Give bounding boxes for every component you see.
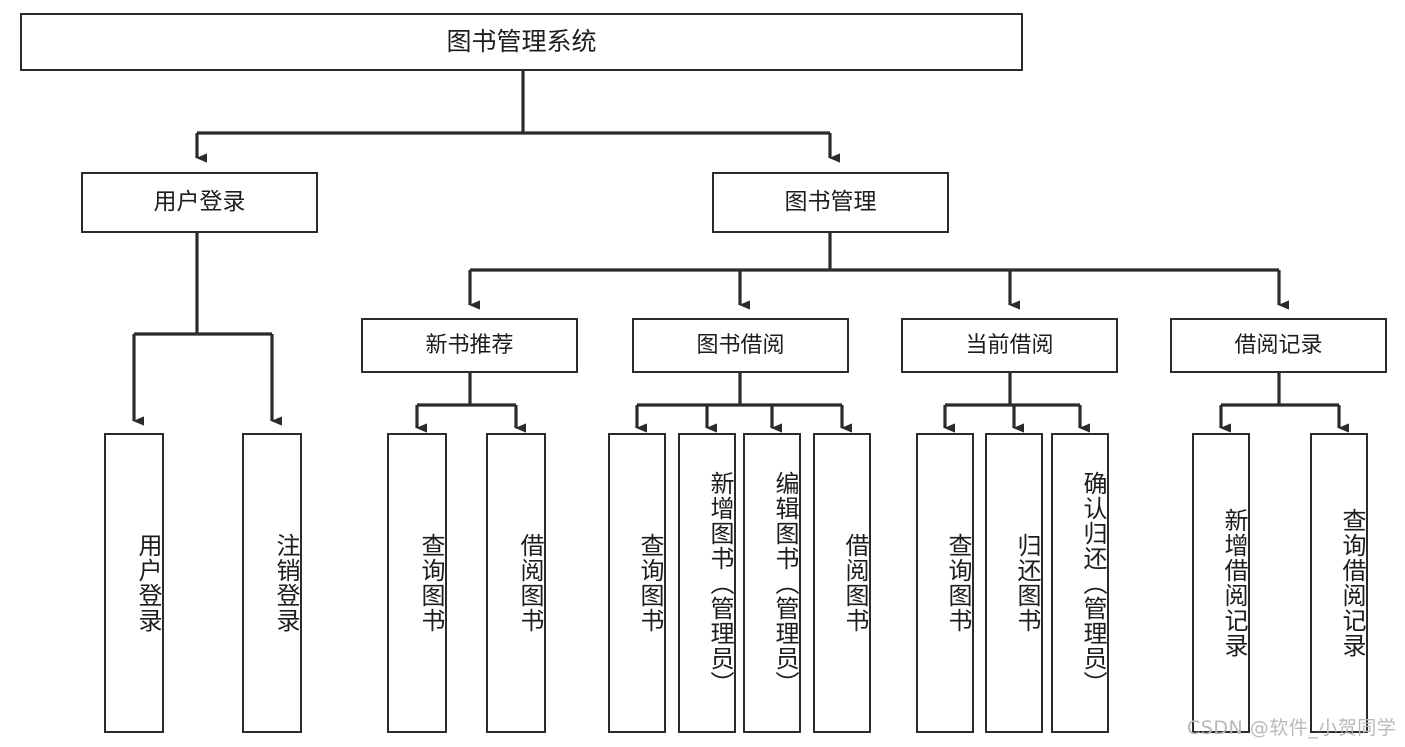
leaf-add-book-admin[interactable]: 新增图书（管理员）: [678, 433, 736, 733]
watermark-text: CSDN @软件_小贺同学: [1187, 717, 1397, 739]
leaf-label: 借阅图书: [841, 533, 869, 633]
node-borrow-record[interactable]: 借阅记录: [1170, 318, 1387, 373]
leaf-add-borrow-record[interactable]: 新增借阅记录: [1192, 433, 1250, 733]
leaf-borrow-book-recommend[interactable]: 借阅图书: [486, 433, 546, 733]
leaf-label: 用户登录: [134, 533, 162, 633]
leaf-label: 确认归还（管理员）: [1079, 470, 1107, 696]
node-current-borrow[interactable]: 当前借阅: [901, 318, 1118, 373]
node-label: 图书借阅: [696, 332, 785, 358]
leaf-edit-book-admin[interactable]: 编辑图书（管理员）: [743, 433, 801, 733]
leaf-label: 查询图书: [944, 533, 972, 633]
leaf-query-book-current[interactable]: 查询图书: [916, 433, 974, 733]
leaf-query-borrow-record[interactable]: 查询借阅记录: [1310, 433, 1368, 733]
node-label: 借阅记录: [1234, 332, 1323, 358]
leaf-query-book-borrow[interactable]: 查询图书: [608, 433, 666, 733]
leaf-confirm-return-admin[interactable]: 确认归还（管理员）: [1051, 433, 1109, 733]
node-book-borrow[interactable]: 图书借阅: [632, 318, 849, 373]
node-book-management[interactable]: 图书管理: [712, 172, 949, 233]
node-label: 用户登录: [153, 188, 246, 215]
node-label: 图书管理: [784, 188, 877, 215]
leaf-query-book-recommend[interactable]: 查询图书: [387, 433, 447, 733]
node-root-system[interactable]: 图书管理系统: [20, 13, 1023, 71]
leaf-label: 查询借阅记录: [1338, 508, 1366, 658]
leaf-label: 编辑图书（管理员）: [771, 470, 799, 696]
leaf-user-login[interactable]: 用户登录: [104, 433, 164, 733]
leaf-return-book[interactable]: 归还图书: [985, 433, 1043, 733]
leaf-label: 注销登录: [272, 533, 300, 633]
node-label: 当前借阅: [965, 332, 1054, 358]
node-user-login[interactable]: 用户登录: [81, 172, 318, 233]
leaf-label: 查询图书: [417, 533, 445, 633]
leaf-label: 借阅图书: [516, 533, 544, 633]
node-label: 新书推荐: [425, 332, 514, 358]
leaf-label: 新增借阅记录: [1220, 508, 1248, 658]
leaf-borrow-book[interactable]: 借阅图书: [813, 433, 871, 733]
node-label: 图书管理系统: [446, 27, 597, 57]
leaf-logout-login[interactable]: 注销登录: [242, 433, 302, 733]
leaf-label: 新增图书（管理员）: [706, 470, 734, 696]
node-new-book-recommend[interactable]: 新书推荐: [361, 318, 578, 373]
leaf-label: 归还图书: [1013, 533, 1041, 633]
leaf-label: 查询图书: [636, 533, 664, 633]
